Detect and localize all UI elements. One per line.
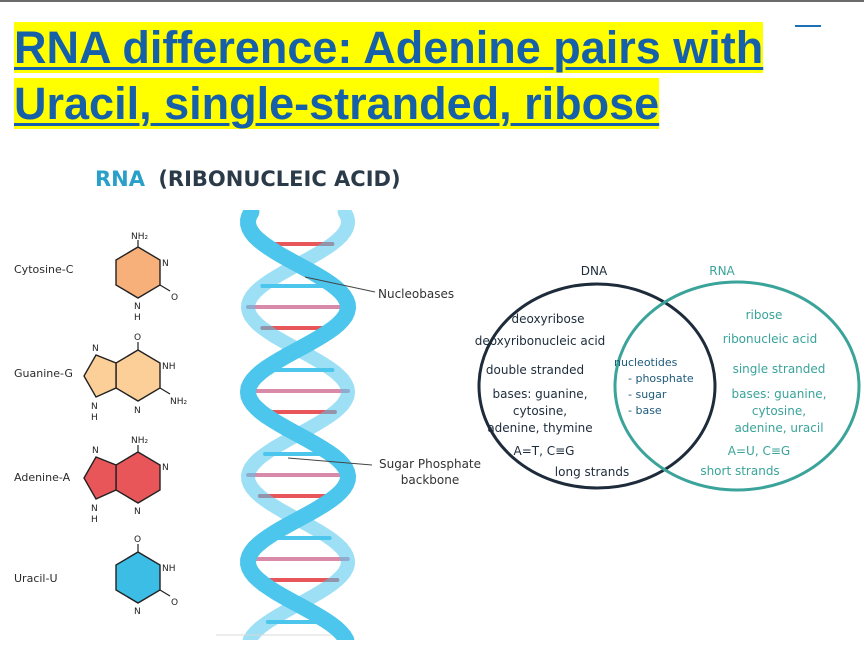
- base-label-uracil: Uracil-U: [14, 572, 58, 585]
- helix-strand-front: [239, 210, 357, 640]
- svg-text:NH₂: NH₂: [170, 397, 188, 407]
- svg-text:O: O: [171, 598, 178, 608]
- svg-text:double stranded: double stranded: [486, 363, 584, 377]
- svg-text:N: N: [134, 507, 141, 517]
- svg-text:adenine, thymine: adenine, thymine: [487, 421, 592, 435]
- base-label-guanine: Guanine-G: [14, 367, 73, 380]
- svg-text:adenine, uracil: adenine, uracil: [734, 421, 823, 435]
- title-line-1: RNA difference: Adenine pairs with: [14, 22, 764, 73]
- helix-strand-back: [240, 210, 356, 640]
- venn-dna-label: DNA: [581, 264, 608, 278]
- svg-text:deoxyribose: deoxyribose: [511, 312, 584, 326]
- svg-text:A=T, C≡G: A=T, C≡G: [514, 444, 575, 458]
- svg-text:bases: guanine,: bases: guanine,: [492, 387, 587, 401]
- svg-text:- sugar: - sugar: [628, 388, 667, 401]
- svg-text:long strands: long strands: [555, 465, 629, 479]
- svg-text:N: N: [134, 406, 141, 416]
- svg-text:ribonucleic acid: ribonucleic acid: [723, 332, 817, 346]
- svg-text:single stranded: single stranded: [733, 362, 826, 376]
- svg-text:ribose: ribose: [746, 308, 783, 322]
- adenine-structure: NH₂ N N N N H: [83, 436, 169, 525]
- nucleobases-callout: Nucleobases: [378, 287, 454, 301]
- svg-text:NH₂: NH₂: [131, 232, 149, 242]
- svg-text:- base: - base: [628, 404, 662, 417]
- venn-dna-items: deoxyribose deoxyribonucleic acid double…: [475, 312, 630, 479]
- title-line-2: Uracil, single-stranded, ribose: [14, 78, 660, 129]
- svg-text:O: O: [134, 535, 141, 545]
- base-label-cytosine: Cytosine-C: [14, 263, 74, 276]
- nucleobases-pointer: [304, 276, 376, 293]
- svg-text:N: N: [91, 402, 98, 412]
- backbone-pointer: [287, 457, 373, 466]
- title-accent-line: [795, 25, 821, 27]
- svg-text:nucleotides: nucleotides: [614, 356, 678, 369]
- guanine-structure: O NH NH₂ N N N H: [83, 333, 188, 423]
- backbone-callout-line2: backbone: [401, 473, 459, 487]
- svg-text:NH₂: NH₂: [131, 436, 149, 446]
- svg-text:N: N: [162, 259, 169, 269]
- top-border: [0, 0, 864, 2]
- svg-text:H: H: [91, 413, 98, 423]
- venn-shared-items: nucleotides - phosphate - sugar - base: [614, 356, 694, 417]
- venn-dna-circle: [477, 282, 717, 490]
- svg-text:N: N: [92, 446, 99, 456]
- venn-diagram: DNA RNA deoxyribose deoxyribonucleic aci…: [475, 264, 861, 492]
- svg-text:N: N: [134, 302, 141, 312]
- svg-text:short strands: short strands: [700, 464, 779, 478]
- venn-rna-label: RNA: [709, 264, 735, 278]
- base-label-adenine: Adenine-A: [14, 471, 71, 484]
- svg-text:- phosphate: - phosphate: [628, 372, 694, 385]
- svg-text:cytosine,: cytosine,: [513, 404, 567, 418]
- svg-text:deoxyribonucleic acid: deoxyribonucleic acid: [475, 334, 606, 348]
- svg-text:bases: guanine,: bases: guanine,: [731, 387, 826, 401]
- svg-text:H: H: [134, 313, 141, 323]
- svg-text:N: N: [134, 607, 141, 617]
- svg-text:N: N: [92, 344, 99, 354]
- svg-text:O: O: [171, 293, 178, 303]
- svg-text:O: O: [134, 333, 141, 343]
- rna-helix: [239, 210, 357, 640]
- venn-rna-items: ribose ribonucleic acid single stranded …: [700, 308, 826, 478]
- cytosine-structure: NH₂ N O N H: [115, 232, 178, 323]
- svg-text:NH: NH: [162, 564, 176, 574]
- svg-text:N: N: [91, 504, 98, 514]
- svg-text:cytosine,: cytosine,: [752, 404, 806, 418]
- venn-rna-circle: [613, 280, 861, 492]
- svg-text:NH: NH: [162, 362, 176, 372]
- rna-figure-heading: RNA (RIBONUCLEIC ACID): [95, 167, 401, 191]
- backbone-callout-line1: Sugar Phosphate: [379, 457, 481, 471]
- uracil-structure: O NH O N: [115, 535, 178, 617]
- svg-text:A=U, C≡G: A=U, C≡G: [728, 444, 790, 458]
- svg-text:N: N: [162, 463, 169, 473]
- svg-text:H: H: [91, 515, 98, 525]
